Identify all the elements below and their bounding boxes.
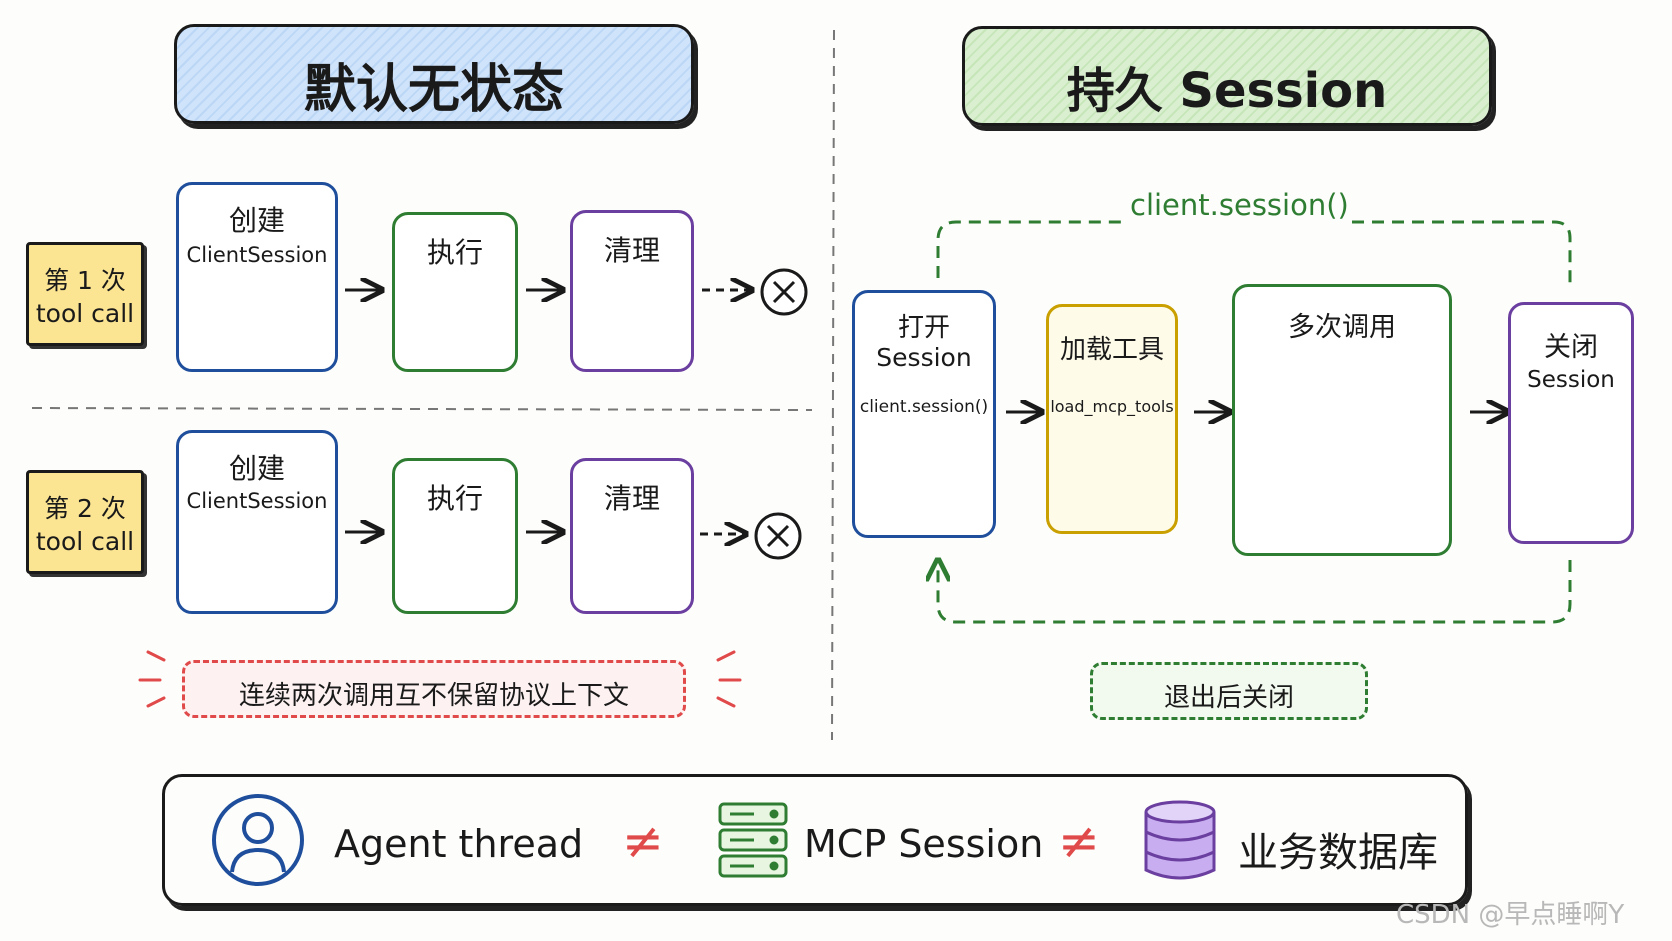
persistent-note-text: 退出后关闭 (1163, 683, 1294, 713)
legend-database: 业务数据库 (1238, 830, 1438, 876)
execute-box-2: 执行 (392, 458, 518, 614)
loop-top-path (936, 220, 1572, 290)
multi-title: 多次调用 (1288, 312, 1396, 343)
open-title-line1: 打开 (897, 313, 950, 343)
row-divider (31, 407, 813, 411)
right-title-box: 持久 Session (962, 26, 1492, 126)
close-session-box: 关闭 Session (1508, 302, 1634, 544)
end-x-icon-2 (754, 512, 802, 560)
user-icon (212, 794, 304, 886)
burst-left-icon (138, 650, 166, 708)
close-title-line2: Session (1527, 367, 1615, 393)
open-session-box: 打开 Session client.session() (852, 290, 996, 538)
legend-box (162, 774, 1468, 906)
cleanup-title: 清理 (603, 482, 660, 515)
legend-agent-thread: Agent thread (334, 822, 584, 866)
create-sub: ClientSession (186, 489, 328, 513)
database-icon (1144, 800, 1216, 880)
cleanup-title: 清理 (603, 234, 660, 267)
close-title-line1: 关闭 (1544, 332, 1598, 363)
open-sub: client.session() (859, 397, 989, 417)
right-title: 持久 Session (1066, 63, 1388, 119)
execute-title: 执行 (426, 482, 483, 515)
tool-call-label-1-line2: tool call (35, 299, 135, 328)
tool-call-label-2-line1: 第 2 次 (44, 494, 126, 523)
execute-title: 执行 (426, 236, 483, 269)
stateless-note-text: 连续两次调用互不保留协议上下文 (238, 681, 629, 711)
left-title-box: 默认无状态 (174, 24, 694, 124)
vertical-divider (831, 29, 835, 741)
persistent-note: 退出后关闭 (1090, 662, 1368, 720)
loop-bottom-path (938, 560, 1572, 624)
server-icon (718, 802, 788, 878)
create-session-box-1: 创建 ClientSession (176, 182, 338, 372)
loop-label: client.session() (1130, 188, 1349, 222)
legend-mcp-session: MCP Session (804, 822, 1044, 866)
cleanup-box-1: 清理 (570, 210, 694, 372)
execute-box-1: 执行 (392, 212, 518, 372)
tool-call-label-2: 第 2 次 tool call (26, 470, 144, 574)
load-title: 加载工具 (1059, 335, 1164, 365)
tool-call-label-1: 第 1 次 tool call (26, 242, 144, 346)
legend-neq-1: ≠ (622, 812, 664, 870)
multi-call-box: 多次调用 (1232, 284, 1452, 556)
create-sub: ClientSession (186, 243, 328, 267)
legend-neq-2: ≠ (1058, 812, 1100, 870)
watermark: CSDN @早点睡啊Y (1396, 900, 1625, 930)
tool-call-label-1-line1: 第 1 次 (44, 266, 126, 295)
tool-call-label-2-line2: tool call (35, 527, 135, 556)
create-title: 创建 (228, 204, 285, 237)
create-title: 创建 (228, 452, 285, 485)
left-title: 默认无状态 (303, 60, 564, 120)
end-x-icon-1 (760, 268, 808, 316)
burst-right-icon (716, 650, 742, 708)
stateless-note: 连续两次调用互不保留协议上下文 (182, 660, 686, 718)
cleanup-box-2: 清理 (570, 458, 694, 614)
create-session-box-2: 创建 ClientSession (176, 430, 338, 614)
load-tools-box: 加载工具 load_mcp_tools (1046, 304, 1178, 534)
open-title-line2: Session (876, 343, 972, 372)
load-sub: load_mcp_tools (1050, 397, 1174, 416)
